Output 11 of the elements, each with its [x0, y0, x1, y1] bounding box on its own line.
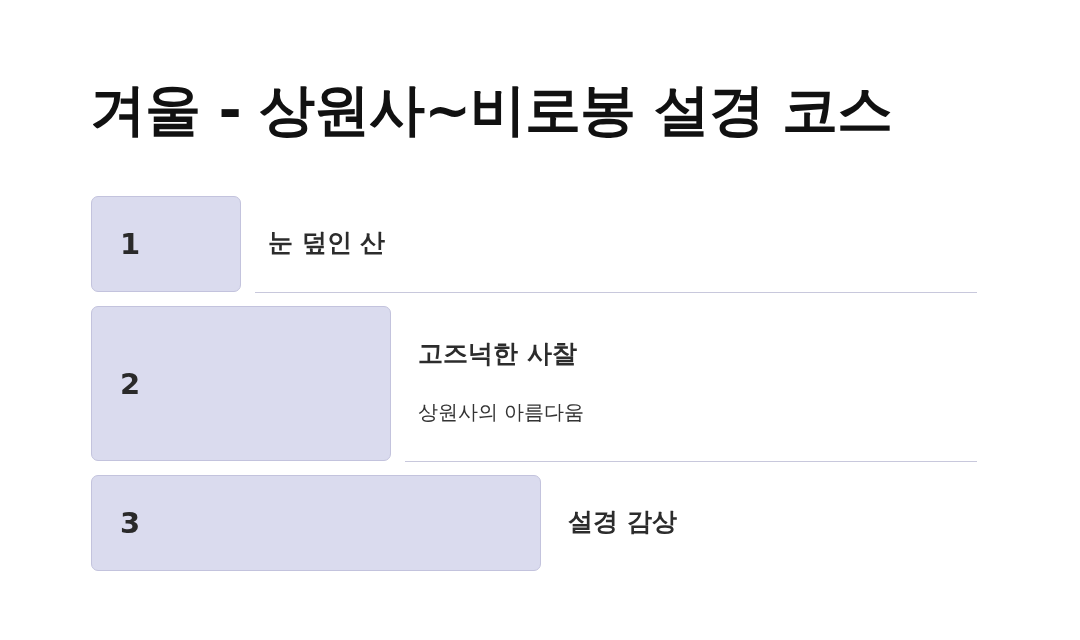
step-heading: 눈 덮인 산	[268, 227, 386, 259]
step-box	[91, 196, 241, 292]
step-box	[91, 475, 541, 571]
step-heading: 고즈넉한 사찰	[418, 337, 577, 370]
step-box	[91, 306, 391, 461]
diagram-title: 겨울 - 상원사~비로봉 설경 코스	[90, 76, 893, 144]
step-number: 3	[120, 506, 141, 540]
step-description: 상원사의 아름다움	[418, 398, 585, 426]
step-number: 1	[120, 227, 141, 261]
step-heading: 설경 감상	[568, 506, 677, 538]
step-number: 2	[120, 366, 141, 401]
